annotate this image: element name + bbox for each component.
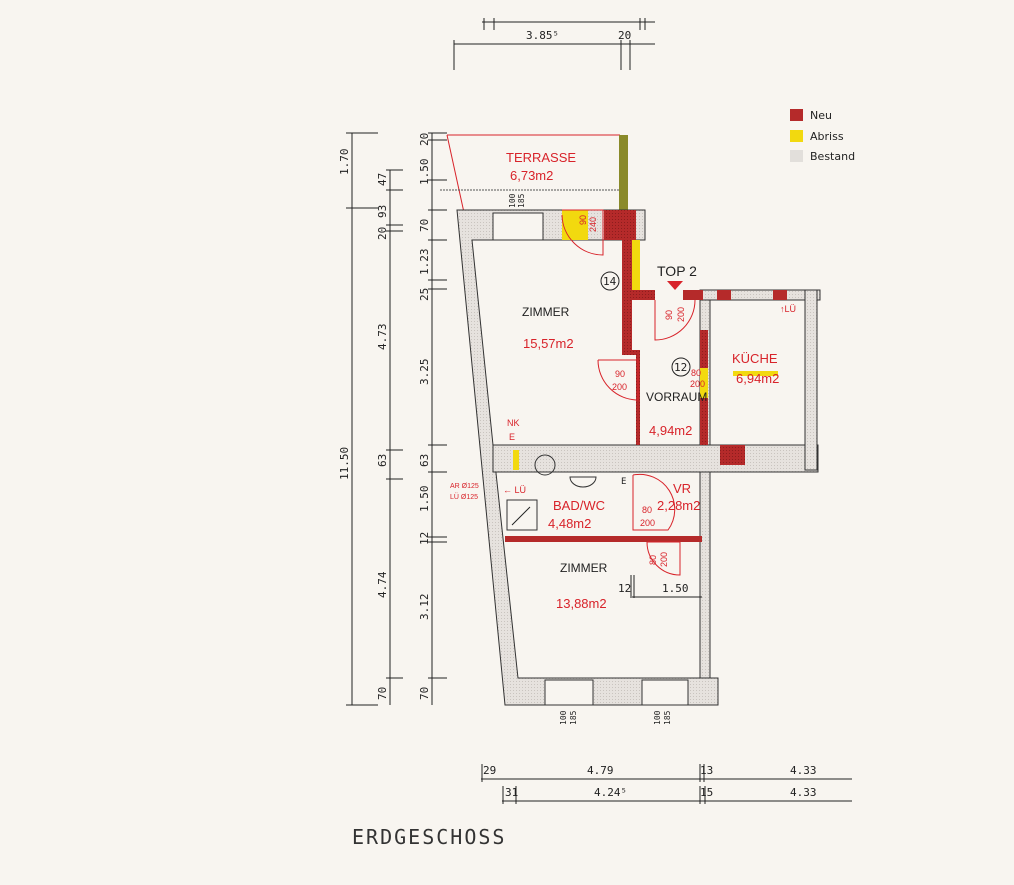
dim-left-inner: 1.23: [418, 249, 431, 276]
marker-circle: [671, 357, 691, 377]
room-area: 4,48m2: [548, 516, 591, 531]
dim-left-inner: 20: [418, 133, 431, 146]
marker-circle: [600, 271, 620, 291]
top-dimension: 3.85⁵ 20: [453, 18, 655, 70]
annotation-e: E: [621, 477, 626, 487]
room-name: TERRASSE: [506, 150, 576, 165]
dim-bottom: 31: [505, 786, 518, 799]
window-height: 185: [517, 193, 526, 208]
marker-12: 12: [674, 361, 687, 374]
legend-swatch-bestand: [790, 150, 803, 162]
legend-swatch-abriss: [790, 130, 803, 142]
dim-left-mid: 93: [376, 205, 389, 218]
door-width: 80: [648, 555, 658, 565]
room-name: ZIMMER: [522, 305, 570, 319]
legend-label: Bestand: [810, 150, 855, 163]
legend-swatch-neu: [790, 109, 803, 121]
room-area: 6,73m2: [510, 168, 553, 183]
dim-left-inner: 63: [418, 454, 431, 467]
dim-left-inner: 1.50: [418, 486, 431, 513]
room-area: 15,57m2: [523, 336, 574, 351]
door-height: 240: [588, 217, 598, 232]
room-name: BAD/WC: [553, 498, 605, 513]
door-height: 200: [690, 379, 705, 389]
dim-inner-12: 12: [618, 582, 631, 595]
annotation-nk: NK: [507, 418, 520, 428]
demolition: [513, 210, 778, 470]
room-area: 2,28m2: [657, 498, 700, 513]
dim-top-2: 20: [618, 29, 631, 42]
dim-bottom: 13: [700, 764, 713, 777]
door-height: 200: [659, 552, 669, 567]
dim-left-mid: 4.74: [376, 571, 389, 598]
annotation-ar: AR Ø125: [450, 483, 479, 490]
dim-bottom: 29: [483, 764, 496, 777]
window-height: 185: [569, 710, 578, 725]
plan-title: ERDGESCHOSS: [352, 825, 506, 849]
bottom-dimensions: 29 4.79 13 4.33 31 4.24⁵ 15 4.33: [481, 764, 852, 804]
annotation-lu: ↑LÜ: [780, 304, 796, 314]
dim-left-mid: 20: [376, 227, 389, 240]
dim-left-mid: 63: [376, 454, 389, 467]
door-width: 80: [642, 505, 652, 515]
dim-bottom: 4.79: [587, 764, 614, 777]
dim-left-mid: 70: [376, 687, 389, 700]
room-name: VR: [673, 481, 691, 496]
door-width: 90: [664, 310, 674, 320]
room-name: ZIMMER: [560, 561, 608, 575]
sink-icon: [569, 476, 597, 488]
room-name: KÜCHE: [732, 351, 778, 366]
dim-left-inner: 3.12: [418, 594, 431, 621]
dim-bottom: 4.33: [790, 786, 817, 799]
door-width: 90: [615, 369, 625, 379]
annotation-e: E: [509, 432, 515, 442]
dim-left-mid: 4.73: [376, 324, 389, 351]
room-area: 6,94m2: [736, 371, 779, 386]
dim-bottom: 4.33: [790, 764, 817, 777]
window-width: 100: [653, 710, 662, 725]
door-width: 80: [691, 368, 701, 378]
dim-left-inner: 70: [418, 219, 431, 232]
dim-left-inner: 25: [418, 288, 431, 301]
left-dimensions: 1.70 11.50 47 93 20 4.73 63 4.74 70 20 1…: [338, 132, 447, 706]
entrance-arrow-icon: [667, 281, 683, 290]
dim-left-mid: 47: [376, 173, 389, 186]
annotation-lu: ← LÜ: [503, 485, 526, 495]
door-width: 90: [578, 215, 588, 225]
dim-left-inner: 1.50: [418, 159, 431, 186]
door-height: 200: [676, 307, 686, 322]
window-width: 100: [559, 710, 568, 725]
dim-bottom: 4.24⁵: [594, 786, 627, 799]
room-area: 13,88m2: [556, 596, 607, 611]
window-height: 185: [663, 710, 672, 725]
legend-label: Neu: [810, 109, 832, 122]
window-width: 100: [508, 193, 517, 208]
room-area: 4,94m2: [649, 423, 692, 438]
dim-left-inner: 3.25: [418, 359, 431, 386]
legend-label: Abriss: [810, 130, 844, 143]
dim-left-outer-2: 11.50: [338, 447, 351, 480]
dim-inner-150: 1.50: [662, 582, 689, 595]
room-name: VORRAUM: [646, 390, 707, 404]
bathroom-fixtures: [506, 454, 597, 531]
toilet-icon: [534, 454, 556, 476]
dim-top-1: 3.85⁵: [526, 29, 559, 42]
dim-left-inner: 70: [418, 687, 431, 700]
shower-icon: [506, 499, 538, 531]
dim-bottom: 15: [700, 786, 713, 799]
door-swings: [561, 209, 696, 576]
door-height: 200: [612, 382, 627, 392]
new-walls: [505, 210, 787, 542]
dim-left-inner: 12: [418, 532, 431, 545]
marker-14: 14: [603, 275, 617, 288]
annotation-lue: LÜ Ø125: [450, 493, 478, 501]
legend: Neu Abriss Bestand: [790, 109, 855, 163]
dim-left-outer-1: 1.70: [338, 149, 351, 176]
door-height: 200: [640, 518, 655, 528]
unit-label: TOP 2: [657, 263, 697, 279]
